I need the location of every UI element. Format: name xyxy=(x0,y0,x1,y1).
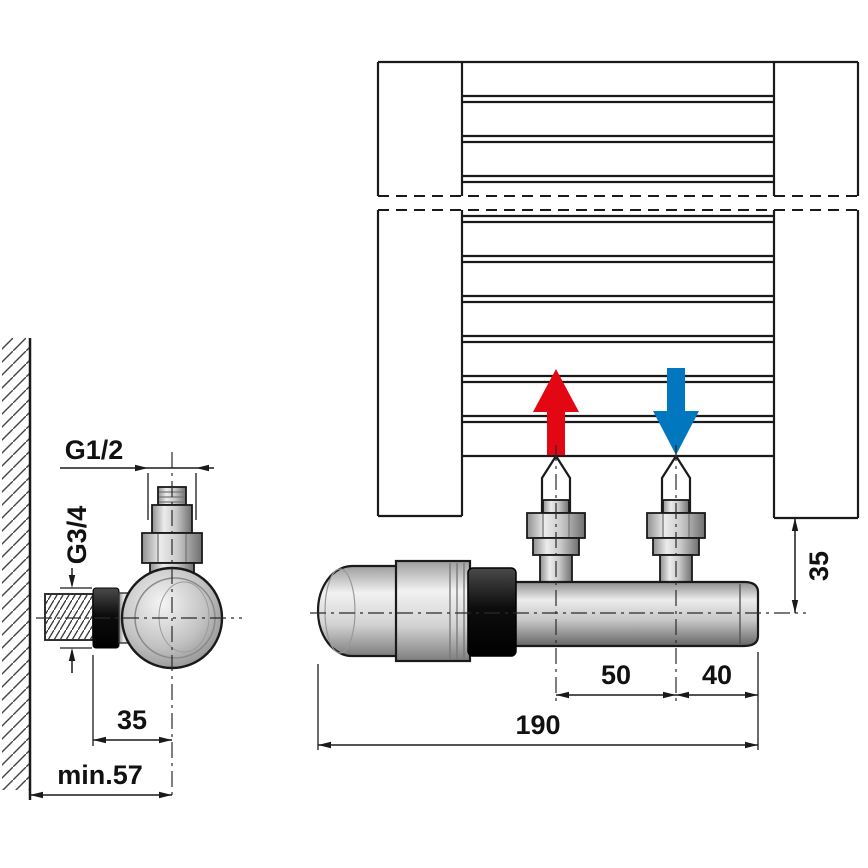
head-cap-face-edge xyxy=(324,568,356,654)
radiator-break-lines xyxy=(378,195,858,211)
dim-g34: G3/4 xyxy=(60,506,92,673)
riser-nut-flats xyxy=(662,514,690,537)
radiator xyxy=(376,60,860,520)
return-flow-down-arrow-icon xyxy=(653,368,699,455)
dim-arrow xyxy=(791,518,799,531)
dim-arrow xyxy=(318,741,331,749)
flow-arrows xyxy=(533,368,699,455)
thermostatic-head xyxy=(316,559,517,663)
dim-arrow xyxy=(663,691,676,699)
dim-50: 50 xyxy=(556,660,676,699)
dim-35-left: 35 xyxy=(92,655,172,746)
dim-label-35-right: 35 xyxy=(804,551,834,581)
dim-label-190: 190 xyxy=(515,710,560,740)
dim-label-g12: G1/2 xyxy=(65,435,124,465)
dim-arrow xyxy=(676,691,689,699)
head-knurl-lines xyxy=(449,563,465,659)
dim-arrow xyxy=(556,691,569,699)
handwheel-dome-highlight xyxy=(158,581,210,653)
radiator-columns-outline xyxy=(376,60,860,520)
dim-label-g34: G3/4 xyxy=(62,506,92,565)
union-nut-flats xyxy=(157,534,187,562)
dim-35-right: 35 xyxy=(791,518,834,613)
wall-hatch xyxy=(2,338,30,790)
extension-line xyxy=(60,587,92,649)
dim-label-40: 40 xyxy=(702,660,732,690)
dimensions: G1/2 G3/4 35 min.57 35 xyxy=(30,435,834,799)
dim-label-50: 50 xyxy=(601,660,631,690)
dim-arrow xyxy=(745,691,758,699)
dim-label-35-left: 35 xyxy=(117,705,147,735)
valve-block xyxy=(316,559,760,663)
dim-arrow xyxy=(93,736,106,744)
radiator-tube-lines-bottom xyxy=(462,214,774,458)
dim-190: 190 xyxy=(317,664,758,750)
radiator-tube-lines-top xyxy=(462,94,774,184)
dim-arrow xyxy=(68,575,76,588)
dim-arrow xyxy=(159,736,172,744)
head-black-collar xyxy=(467,567,517,657)
dim-g12: G1/2 xyxy=(60,435,214,520)
dim-arrow xyxy=(745,741,758,749)
valve-body xyxy=(510,580,760,648)
riser-nut-flats xyxy=(542,514,570,537)
wall-thread-hatch xyxy=(45,594,93,640)
wall-section xyxy=(2,338,32,800)
supply-flow-up-arrow-icon xyxy=(533,369,579,455)
dim-label-min57: min.57 xyxy=(57,760,143,790)
dim-arrow xyxy=(68,648,76,661)
dim-min57: min.57 xyxy=(30,760,172,799)
extension-line xyxy=(147,473,197,520)
centerlines xyxy=(36,445,806,800)
dim-arrow xyxy=(159,791,172,799)
dim-40: 40 xyxy=(676,652,759,750)
head-grip xyxy=(394,559,472,663)
dim-arrow xyxy=(30,791,43,799)
dim-arrow xyxy=(791,600,799,613)
dim-arrow xyxy=(196,464,209,472)
dim-arrow xyxy=(135,464,148,472)
